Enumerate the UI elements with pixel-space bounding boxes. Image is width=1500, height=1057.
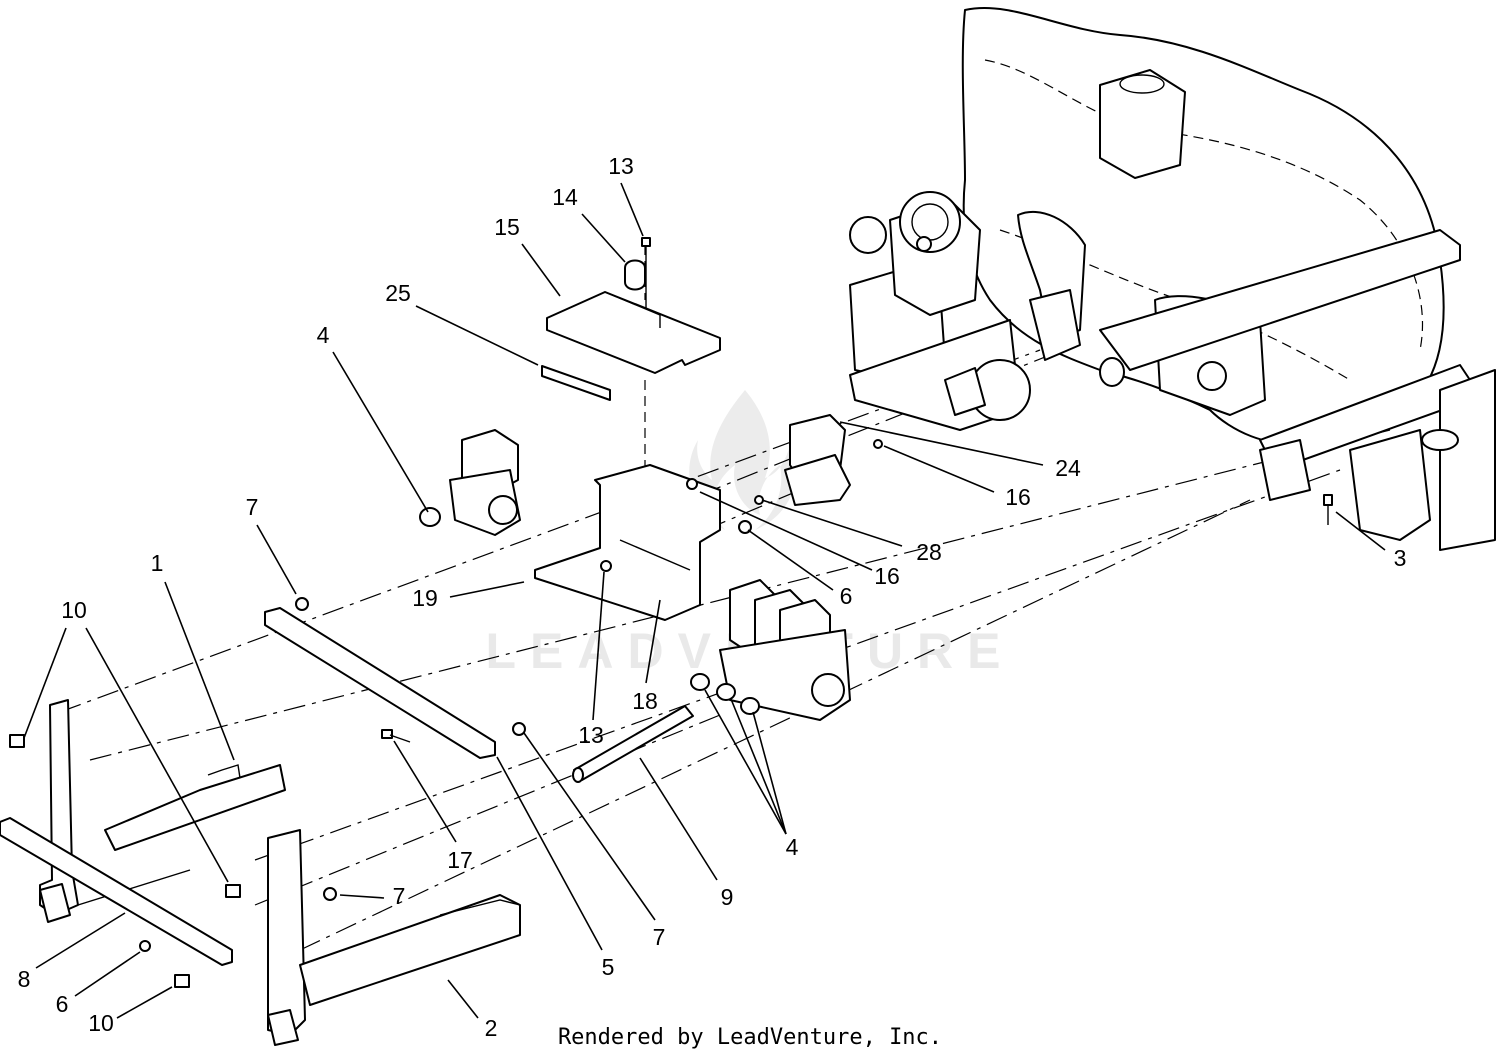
bracket-bar [264,597,526,759]
bolt-10-lower [174,974,190,988]
callout-28: 28 [916,539,942,565]
callout-2: 2 [485,1015,498,1041]
callout-4: 4 [317,322,330,348]
fasteners [9,495,764,988]
callout-14: 14 [552,184,578,210]
tube [572,705,694,783]
bolt-3 [1323,494,1333,525]
callout-3: 3 [1394,545,1407,571]
leader-lines [23,182,1386,1019]
callout-5: 5 [602,954,615,980]
callout-24: 24 [1055,455,1081,481]
callout-labels: 13 14 15 25 4 7 1 10 19 13 18 24 16 28 1… [18,153,1407,1041]
nut-28 [754,495,764,505]
callout-7: 7 [246,494,259,520]
footer-credit: Rendered by LeadVenture, Inc. [558,1025,942,1050]
bolt-10-mid [225,884,241,898]
callout-6: 6 [840,583,853,609]
right-mount-bracket [267,829,521,1046]
callout-7: 7 [393,883,406,909]
spray-tank [961,6,1445,444]
callout-17: 17 [447,847,473,873]
pump-assembly [849,191,1031,431]
bolt-10-upper [9,734,25,748]
tank-frame [1029,229,1496,551]
callout-19: 19 [412,585,438,611]
solenoid-valve-manifold [690,579,851,721]
callout-10: 10 [88,1010,114,1036]
callout-8: 8 [18,966,31,992]
bolt-17 [381,729,411,743]
callout-15: 15 [494,214,520,240]
callout-10: 10 [61,597,87,623]
callout-13: 13 [608,153,634,179]
callout-25: 25 [385,280,411,306]
callout-18: 18 [632,688,658,714]
flat-bar [0,817,233,966]
callout-6: 6 [56,991,69,1017]
mounting-plate [534,464,752,621]
pressure-regulator [784,414,883,506]
cover-plate [541,237,721,401]
solenoid-valve-single [419,429,521,536]
callout-9: 9 [721,884,734,910]
callout-4: 4 [786,834,799,860]
nut-7-lower [323,887,337,901]
nut-6-lower [139,940,151,952]
callout-7: 7 [653,924,666,950]
callout-16: 16 [874,563,900,589]
callout-16: 16 [1005,484,1031,510]
left-mount-bracket [39,699,286,923]
callout-1: 1 [151,550,164,576]
callout-13: 13 [578,722,604,748]
